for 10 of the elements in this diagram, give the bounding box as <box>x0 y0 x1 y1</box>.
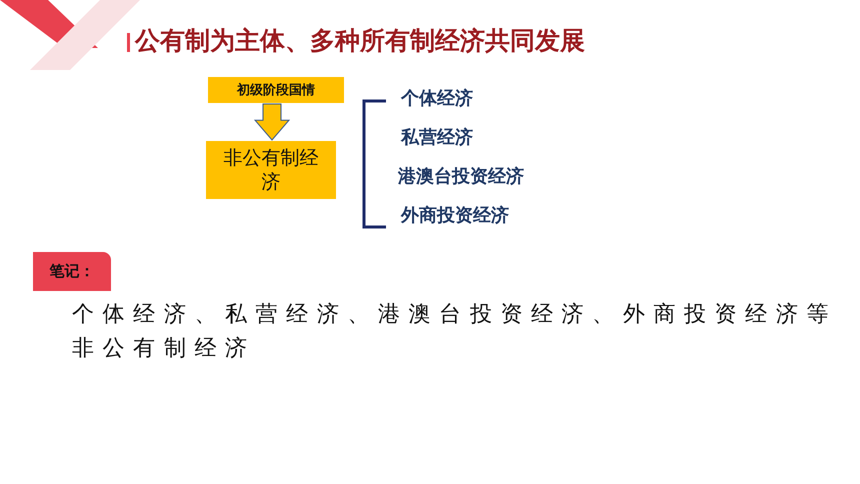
context-box: 初级阶段国情 <box>208 77 344 103</box>
list-item: 个体经济 <box>401 87 473 110</box>
list-item: 港澳台投资经济 <box>398 165 524 188</box>
note-tab: 笔记： <box>33 252 111 291</box>
list-item: 外商投资经济 <box>401 204 509 227</box>
slide-title: 公有制为主体、多种所有制经济共同发展 <box>135 25 585 57</box>
note-text: 个体经济、私营经济、港澳台投资经济、外商投资经济等非公有制经济 <box>72 301 838 363</box>
list-item: 私营经济 <box>401 126 473 149</box>
block-arrow <box>254 104 290 141</box>
category-box: 非公有制经济 <box>206 141 336 199</box>
